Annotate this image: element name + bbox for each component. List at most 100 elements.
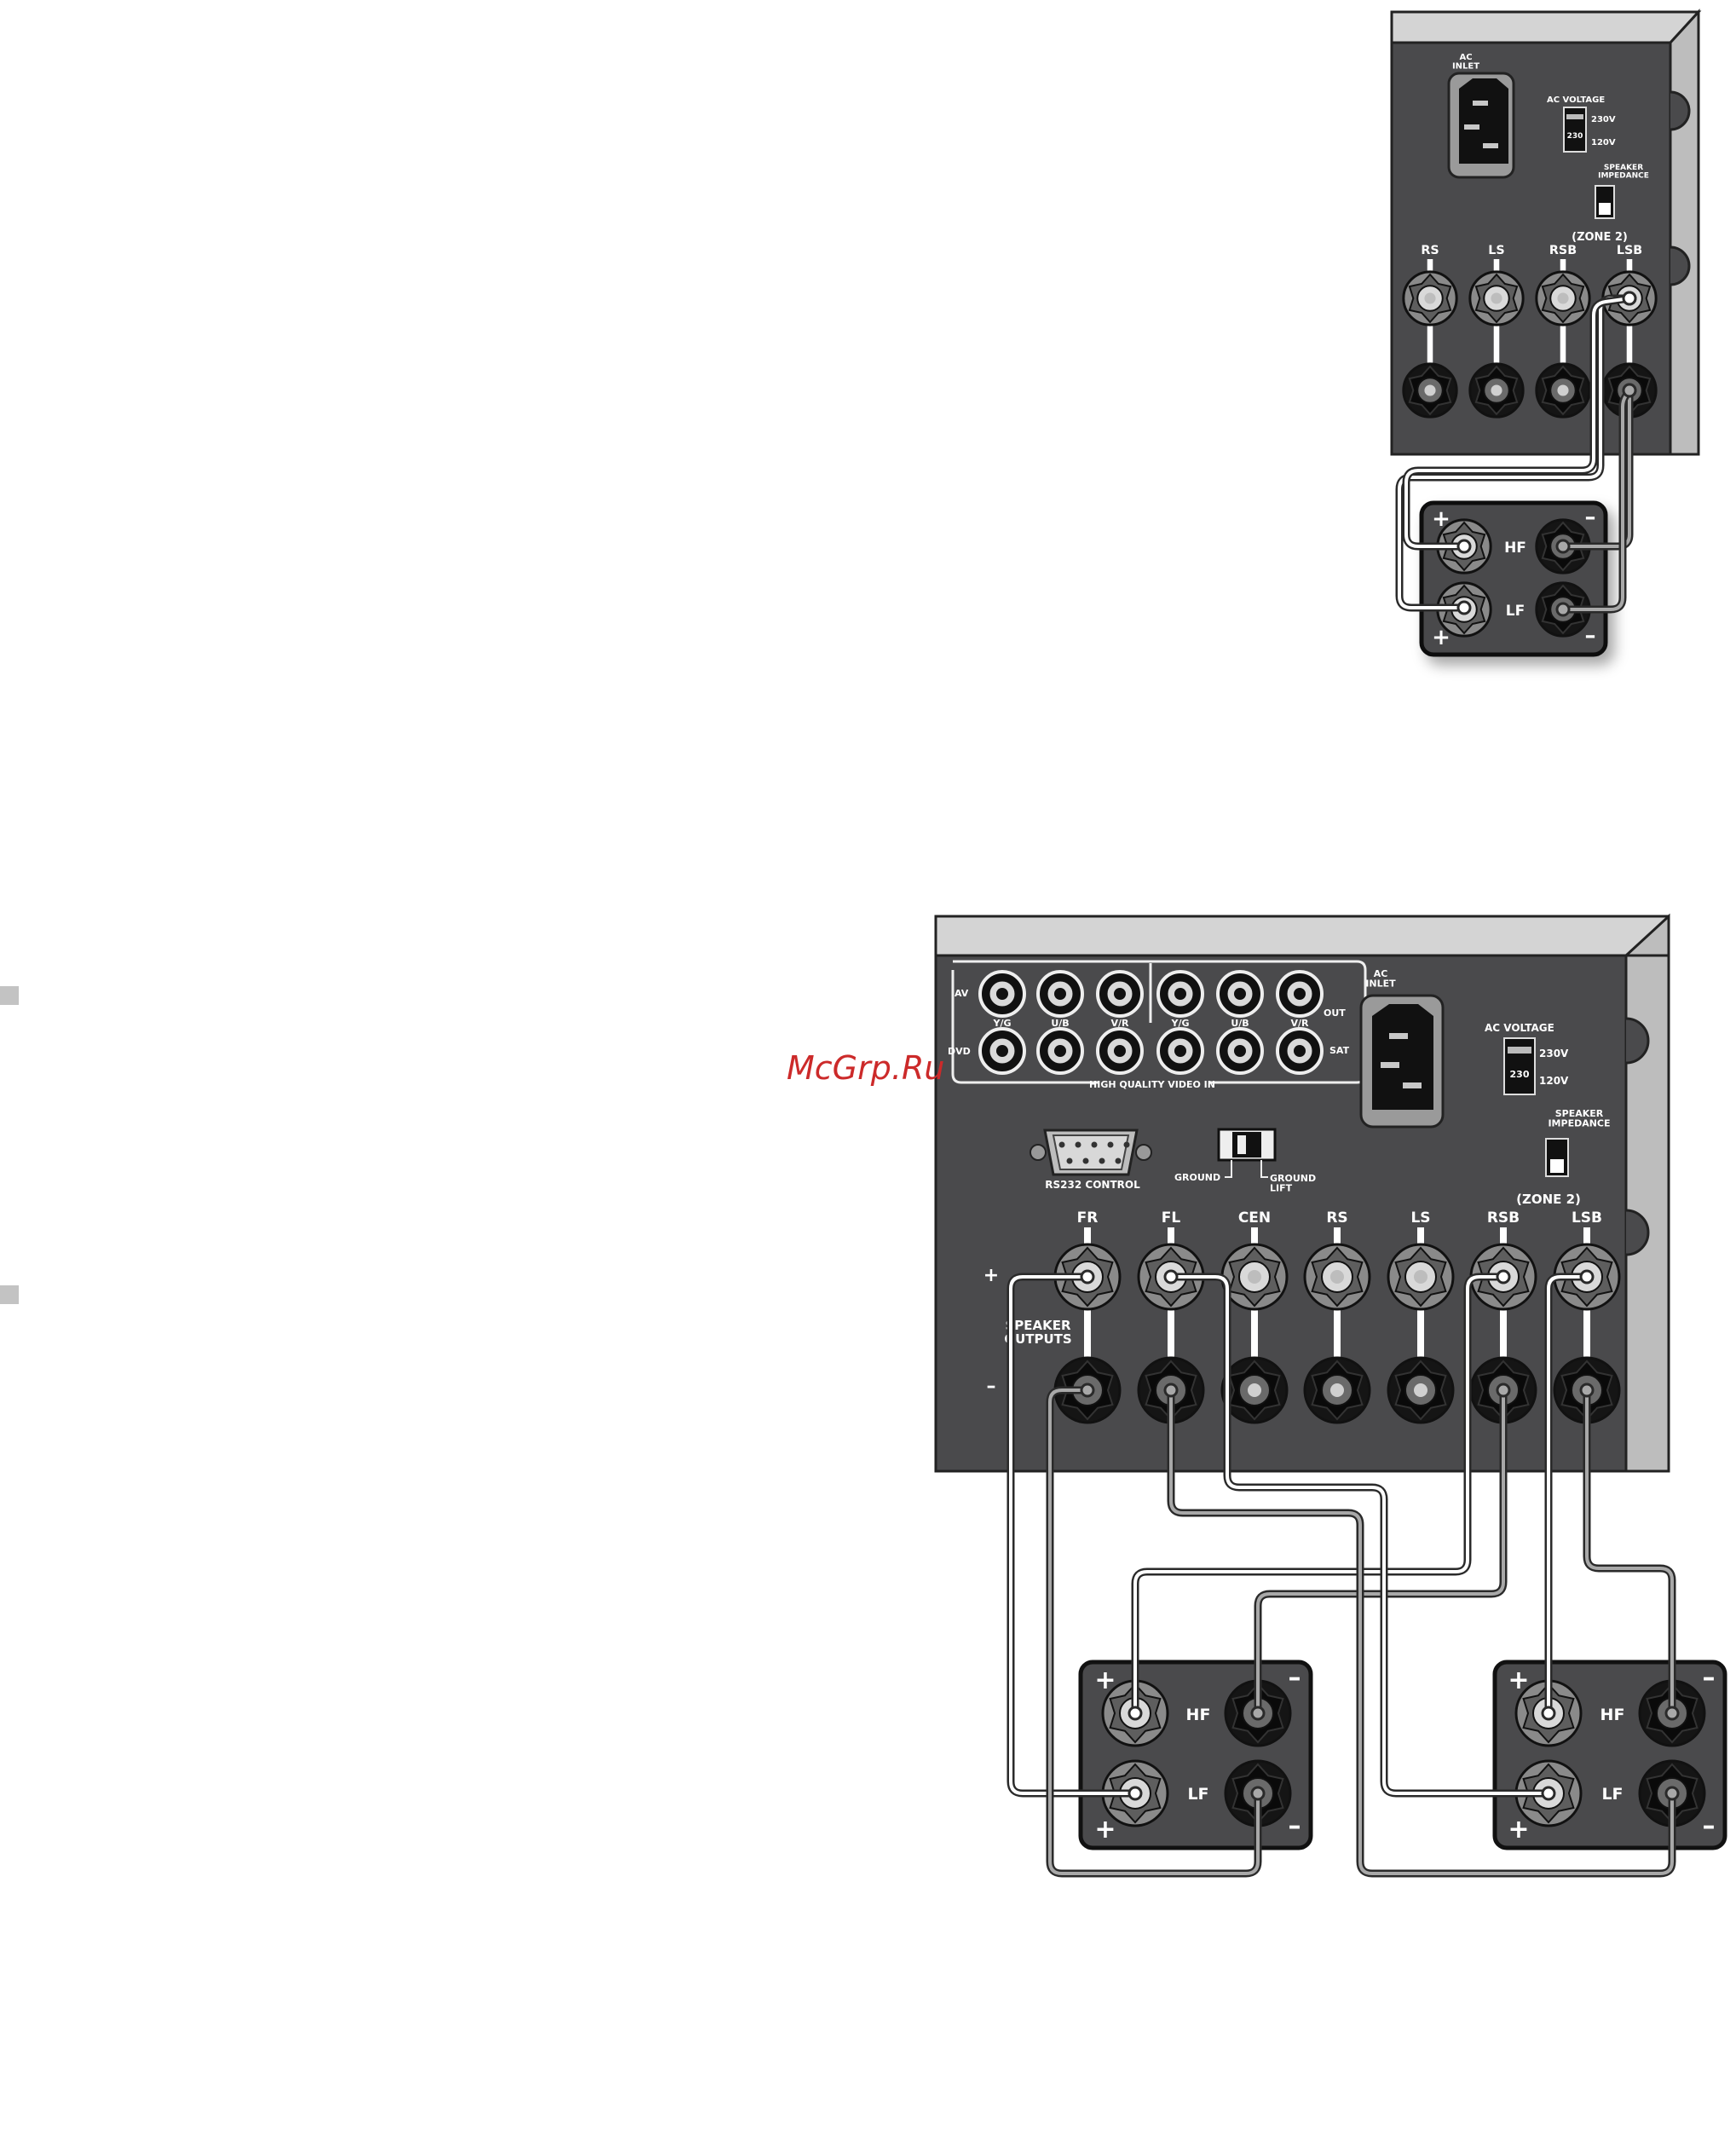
top-post-plus-rs[interactable]	[1402, 270, 1458, 326]
ground-label: GROUND	[1174, 1172, 1220, 1183]
top-post-minus-ls[interactable]	[1468, 362, 1525, 419]
wire-lsb-plus-hf	[1541, 1269, 1595, 1721]
main-ac-inlet-icon	[1359, 994, 1445, 1129]
bottom-speaker-right-minus-upper: –	[1703, 1663, 1716, 1693]
watermark-text: McGrp.Ru	[787, 1049, 944, 1087]
wire-fl-minus-lf	[1163, 1383, 1680, 1878]
main-channel-label-rsb: RSB	[1487, 1209, 1520, 1227]
bottom-speaker-right: HF LF + + – –	[1492, 1660, 1727, 1850]
main-post-plus-ls[interactable]	[1387, 1243, 1455, 1311]
rs232-pin	[1082, 1157, 1089, 1164]
main-post-minus-ls[interactable]	[1387, 1356, 1455, 1424]
video-out-label: OUT	[1324, 1007, 1346, 1019]
bottom-speaker-right-lf-label: LF	[1601, 1785, 1623, 1804]
video-group-label: HIGH QUALITY VIDEO IN	[1089, 1079, 1215, 1090]
main-voltage-switch[interactable]: 230	[1503, 1037, 1536, 1095]
ground-lift-switch[interactable]	[1217, 1128, 1277, 1178]
rs232-pin	[1091, 1141, 1098, 1148]
rs232-pin	[1058, 1141, 1065, 1148]
svg-text:230: 230	[1510, 1069, 1530, 1080]
rca-jack-grid	[978, 970, 1324, 1075]
rca-jack-icon[interactable]	[978, 1027, 1026, 1075]
rca-jack-icon[interactable]	[1156, 1027, 1204, 1075]
bottom-speaker-left-plus-upper: +	[1094, 1666, 1116, 1695]
rca-jack-icon[interactable]	[1036, 1027, 1084, 1075]
top-speaker: HF LF + + – –	[1419, 500, 1608, 657]
bottom-speaker-left: HF LF + + – –	[1078, 1660, 1313, 1850]
main-voltage-230-label: 230V	[1539, 1048, 1569, 1059]
top-impedance-switch[interactable]	[1595, 185, 1615, 219]
top-speaker-lf-label: LF	[1506, 603, 1525, 620]
rca-jack-icon[interactable]	[978, 970, 1026, 1018]
main-ac-voltage-label: AC VOLTAGE	[1485, 1022, 1554, 1034]
top-post-plus-rsb[interactable]	[1535, 270, 1591, 326]
top-ac-voltage-label: AC VOLTAGE	[1547, 95, 1605, 105]
top-speaker-hf-label: HF	[1504, 540, 1526, 557]
rs232-pin	[1066, 1157, 1073, 1164]
top-voltage-230-label: 230V	[1591, 115, 1616, 124]
bottom-speaker-right-plus-lower: +	[1508, 1815, 1529, 1844]
top-speaker-minus-lower: –	[1585, 623, 1596, 649]
main-post-minus-lsb[interactable]	[1553, 1356, 1621, 1424]
main-impedance-switch[interactable]	[1545, 1138, 1569, 1177]
top-post-minus-rsb[interactable]	[1535, 362, 1591, 419]
video-sat-label: SAT	[1329, 1045, 1350, 1056]
top-post-minus-rs[interactable]	[1402, 362, 1458, 419]
video-sublabel: U/B	[1231, 1018, 1249, 1029]
rca-jack-icon[interactable]	[1216, 1027, 1264, 1075]
margin-tab-lower	[0, 1285, 19, 1304]
top-speaker-plus-upper: +	[1432, 506, 1451, 532]
rs232-pin	[1107, 1141, 1114, 1148]
bottom-speaker-right-plus-upper: +	[1508, 1666, 1529, 1695]
rca-jack-icon[interactable]	[1276, 1027, 1324, 1075]
top-ac-inlet-icon	[1447, 72, 1515, 179]
main-post-minus-cen[interactable]	[1220, 1356, 1289, 1424]
rca-jack-icon[interactable]	[1096, 970, 1144, 1018]
main-post-plus-rs[interactable]	[1303, 1243, 1371, 1311]
video-dvd-label: DVD	[948, 1046, 971, 1057]
top-post-plus-ls[interactable]	[1468, 270, 1525, 326]
speaker-wires	[1006, 291, 1680, 1878]
rca-jack-icon[interactable]	[1216, 970, 1264, 1018]
wire-fl-plus-lf	[1163, 1269, 1556, 1801]
bottom-speaker-left-plus-lower: +	[1094, 1815, 1116, 1844]
bottom-speaker-right-minus-lower: –	[1703, 1811, 1716, 1841]
top-panel-side-bevel	[1669, 9, 1700, 456]
top-panel-top-bevel	[1390, 10, 1702, 44]
rca-jack-icon[interactable]	[1276, 970, 1324, 1018]
video-sublabel: V/R	[1110, 1018, 1129, 1029]
main-channel-label-fr: FR	[1077, 1209, 1099, 1227]
svg-text:230: 230	[1567, 132, 1583, 141]
main-channel-label-fl: FL	[1162, 1209, 1181, 1227]
bottom-speaker-left-hf-label: HF	[1186, 1706, 1211, 1724]
rca-jack-icon[interactable]	[1096, 1027, 1144, 1075]
main-amplifier-panel: AV DVD OUT SAT HIGH QUALITY VIDEO IN Y/G…	[934, 913, 1670, 1473]
main-channel-label-lsb: LSB	[1572, 1209, 1602, 1227]
wire-fr-plus-lf	[1006, 1269, 1143, 1801]
main-minus-label: –	[987, 1376, 996, 1397]
top-panel-notch-2	[1670, 245, 1691, 286]
rca-jack-icon[interactable]	[1036, 970, 1084, 1018]
top-panel-notch-1	[1670, 90, 1691, 131]
top-voltage-switch[interactable]: 230	[1563, 107, 1587, 153]
main-post-plus-cen[interactable]	[1220, 1243, 1289, 1311]
margin-tab-upper	[0, 986, 19, 1005]
top-speaker-minus-upper: –	[1585, 505, 1596, 530]
main-voltage-120-label: 120V	[1539, 1075, 1569, 1087]
rca-jack-icon[interactable]	[1156, 970, 1204, 1018]
bottom-speaker-left-minus-lower: –	[1289, 1811, 1301, 1841]
top-voltage-120-label: 120V	[1591, 138, 1616, 147]
main-plus-label: +	[983, 1265, 999, 1286]
main-post-minus-rs[interactable]	[1303, 1356, 1371, 1424]
top-channel-label-rs: RS	[1421, 244, 1439, 257]
top-wire-plus-hf	[1402, 291, 1637, 554]
main-channel-label-cen: CEN	[1238, 1209, 1271, 1227]
bottom-speaker-right-hf-label: HF	[1600, 1706, 1625, 1724]
top-channel-label-lsb: LSB	[1617, 244, 1642, 257]
bottom-speaker-left-lf-label: LF	[1187, 1785, 1208, 1804]
